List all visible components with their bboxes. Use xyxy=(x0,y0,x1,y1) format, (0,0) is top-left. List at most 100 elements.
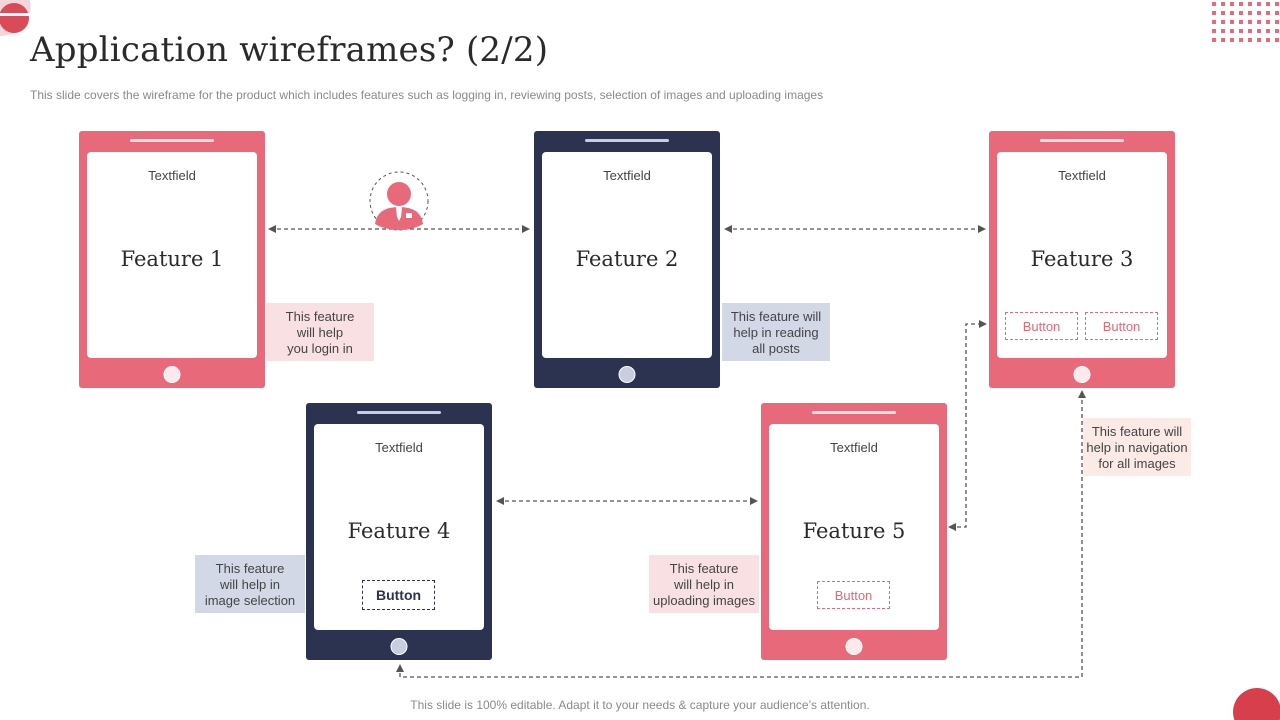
grid-dot xyxy=(1257,2,1261,6)
grid-dot xyxy=(1239,29,1243,33)
grid-dot xyxy=(1266,29,1270,33)
speaker-icon xyxy=(357,411,441,414)
arrow-feature4-feature3-loop xyxy=(396,390,1086,678)
note-line: help in navigation xyxy=(1086,440,1188,455)
grid-dot xyxy=(1230,20,1234,24)
speaker-icon xyxy=(812,411,896,414)
home-button-icon xyxy=(390,638,408,655)
textfield-label: Textfield xyxy=(375,440,423,455)
grid-dot xyxy=(1221,11,1225,15)
grid-dot xyxy=(1230,2,1234,6)
phone-screen: Textfield Feature 1 xyxy=(87,152,257,358)
grid-dot xyxy=(1212,38,1216,42)
grid-dot xyxy=(1266,38,1270,42)
note-line: you login in xyxy=(287,341,353,356)
grid-dot xyxy=(1230,11,1234,15)
grid-dot xyxy=(1212,11,1216,15)
grid-dot xyxy=(1230,38,1234,42)
grid-dot xyxy=(1257,29,1261,33)
grid-dot xyxy=(1257,20,1261,24)
grid-dot xyxy=(1266,11,1270,15)
note-feature-2: This feature will help in reading all po… xyxy=(722,303,830,361)
bottom-right-circle-icon xyxy=(1233,688,1280,720)
page-subtitle: This slide covers the wireframe for the … xyxy=(30,88,824,102)
note-line: help in reading xyxy=(733,325,819,340)
grid-dot xyxy=(1266,2,1270,6)
phone-screen: Textfield Feature 3 Button Button xyxy=(997,152,1167,358)
phone-feature-2: Textfield Feature 2 xyxy=(534,131,720,388)
note-line: will help in xyxy=(674,577,734,592)
dot-grid-icon xyxy=(1212,2,1279,42)
note-feature-5: This feature will help in uploading imag… xyxy=(649,555,759,613)
home-button-icon xyxy=(618,366,636,383)
grid-dot xyxy=(1239,2,1243,6)
grid-dot xyxy=(1221,2,1225,6)
page-title: Application wireframes? (2/2) xyxy=(30,30,549,70)
speaker-icon xyxy=(1040,139,1124,142)
note-line: This feature xyxy=(669,561,739,576)
note-line: This feature xyxy=(285,309,355,324)
grid-dot xyxy=(1248,2,1252,6)
note-line: This feature xyxy=(215,561,285,576)
note-line: will help xyxy=(296,325,344,340)
feature-5-button[interactable]: Button xyxy=(817,581,890,609)
note-line: This feature will xyxy=(1091,424,1183,439)
feature-title: Feature 2 xyxy=(575,247,679,271)
grid-dot xyxy=(1221,29,1225,33)
grid-dot xyxy=(1275,11,1279,15)
grid-dot xyxy=(1275,29,1279,33)
feature-title: Feature 3 xyxy=(1030,247,1134,271)
grid-dot xyxy=(1248,20,1252,24)
arrow-feature5-feature3 xyxy=(948,320,987,531)
grid-dot xyxy=(1212,20,1216,24)
home-button-icon xyxy=(163,366,181,383)
grid-dot xyxy=(1239,38,1243,42)
grid-dot xyxy=(1239,11,1243,15)
grid-dot xyxy=(1275,2,1279,6)
grid-dot xyxy=(1266,20,1270,24)
phone-feature-5: Textfield Feature 5 Button xyxy=(761,403,947,660)
phone-screen: Textfield Feature 2 xyxy=(542,152,712,358)
phone-screen: Textfield Feature 4 Button xyxy=(314,424,484,630)
page-footer: This slide is 100% editable. Adapt it to… xyxy=(410,698,870,712)
textfield-label: Textfield xyxy=(603,168,651,183)
grid-dot xyxy=(1230,29,1234,33)
textfield-label: Textfield xyxy=(148,168,196,183)
textfield-label: Textfield xyxy=(830,440,878,455)
grid-dot xyxy=(1248,29,1252,33)
grid-dot xyxy=(1275,38,1279,42)
grid-dot xyxy=(1212,29,1216,33)
note-line: image selection xyxy=(204,593,296,608)
home-button-icon xyxy=(1073,366,1091,383)
feature-title: Feature 1 xyxy=(120,247,224,271)
grid-dot xyxy=(1248,38,1252,42)
grid-dot xyxy=(1257,11,1261,15)
grid-dot xyxy=(1275,20,1279,24)
note-line: for all images xyxy=(1098,456,1176,471)
feature-title: Feature 4 xyxy=(347,519,451,543)
feature-3-button-2[interactable]: Button xyxy=(1085,312,1158,340)
phone-feature-4: Textfield Feature 4 Button xyxy=(306,403,492,660)
speaker-icon xyxy=(130,139,214,142)
feature-title: Feature 5 xyxy=(802,519,906,543)
speaker-icon xyxy=(585,139,669,142)
note-feature-3: This feature will help in navigation for… xyxy=(1083,418,1191,476)
grid-dot xyxy=(1239,20,1243,24)
grid-dot xyxy=(1257,38,1261,42)
top-left-circle-icon xyxy=(0,0,36,37)
note-line: This feature will xyxy=(730,309,822,324)
note-feature-4: This feature will help in image selectio… xyxy=(195,555,305,613)
grid-dot xyxy=(1221,38,1225,42)
phone-feature-1: Textfield Feature 1 xyxy=(79,131,265,388)
feature-4-button[interactable]: Button xyxy=(362,580,435,610)
grid-dot xyxy=(1221,20,1225,24)
phone-screen: Textfield Feature 5 Button xyxy=(769,424,939,630)
note-line: will help in xyxy=(220,577,280,592)
phone-feature-3: Textfield Feature 3 Button Button xyxy=(989,131,1175,388)
feature-3-button-1[interactable]: Button xyxy=(1005,312,1078,340)
note-line: uploading images xyxy=(653,593,755,608)
home-button-icon xyxy=(845,638,863,655)
grid-dot xyxy=(1212,2,1216,6)
textfield-label: Textfield xyxy=(1058,168,1106,183)
